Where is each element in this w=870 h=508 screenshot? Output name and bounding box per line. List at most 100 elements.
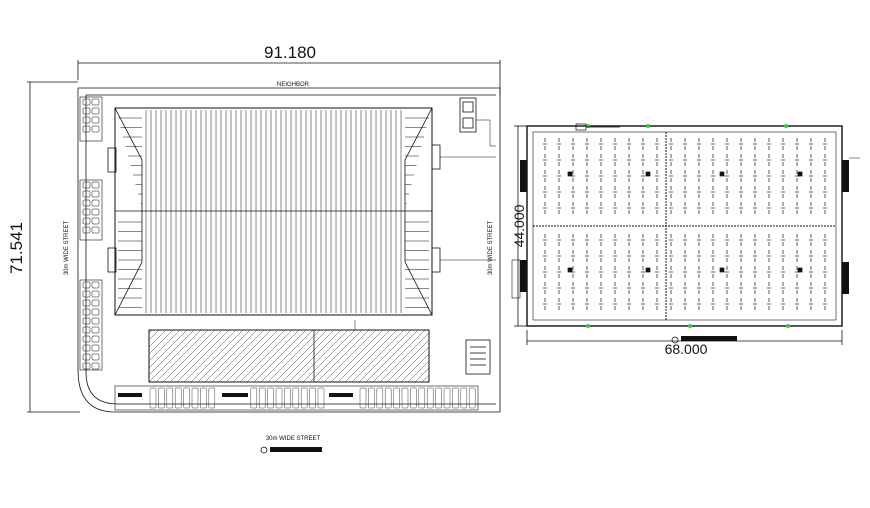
parked-car [208, 387, 216, 409]
floor-height-dimension: 44.000 [511, 204, 527, 247]
parked-car [183, 387, 190, 409]
parked-car [410, 387, 417, 409]
parked-car [174, 387, 182, 409]
parked-car [91, 217, 100, 225]
parked-car [91, 335, 100, 343]
parked-car [91, 308, 100, 316]
parked-car [82, 98, 91, 106]
floor-scale-bar [671, 336, 737, 344]
parked-car [82, 181, 91, 189]
parked-car [393, 387, 400, 409]
parked-car [91, 326, 100, 334]
parked-car [149, 387, 157, 409]
junction-node [586, 124, 590, 128]
parked-car [82, 362, 91, 370]
parked-car [91, 208, 100, 216]
property-boundary [77, 87, 501, 413]
junction-node [688, 324, 692, 328]
parked-car [82, 226, 91, 234]
left-parking [79, 96, 103, 371]
junction-node [646, 124, 650, 128]
parked-car [82, 116, 91, 124]
parked-car [317, 387, 325, 409]
utility-room [465, 339, 491, 375]
floor-plan [511, 123, 860, 345]
parked-car [82, 199, 91, 207]
parked-car [301, 387, 308, 409]
parked-car [191, 387, 199, 409]
parked-car [91, 226, 100, 234]
parked-car [82, 317, 91, 325]
parked-car [82, 335, 91, 343]
parked-car [275, 387, 283, 409]
site-plan [27, 60, 501, 454]
junction-node [784, 124, 788, 128]
parked-car [158, 387, 165, 409]
equipment-box [575, 123, 587, 131]
parked-car [82, 125, 91, 133]
parked-car [469, 387, 476, 409]
parked-car [443, 387, 451, 409]
parked-car [91, 353, 100, 361]
annex-building [148, 320, 430, 383]
junction-node [586, 324, 590, 328]
parked-car [166, 387, 174, 409]
parked-car [82, 281, 91, 289]
parked-car [309, 387, 316, 409]
parked-car [91, 125, 100, 133]
parked-car [267, 387, 274, 409]
parked-car [91, 107, 100, 115]
left-street-label: 30m WIDE STREET [64, 220, 70, 275]
parked-car [427, 387, 434, 409]
parked-car [91, 317, 100, 325]
parked-car [460, 387, 467, 409]
parked-car [91, 299, 100, 307]
parked-car [376, 387, 383, 409]
parked-car [82, 344, 91, 352]
site-height-dimension: 71.541 [7, 222, 26, 274]
floor-width-dimension: 68.000 [665, 341, 708, 357]
parked-car [91, 98, 100, 106]
panel-box [567, 267, 573, 273]
parked-car [82, 353, 91, 361]
parked-car [435, 387, 442, 409]
parked-car [82, 308, 91, 316]
parked-car [292, 387, 299, 409]
parked-car [91, 181, 100, 189]
parked-car [385, 387, 392, 409]
parked-car [82, 107, 91, 115]
parked-car [200, 387, 207, 409]
panel-box [797, 267, 803, 273]
parked-car [82, 190, 91, 198]
warehouse-roof [114, 107, 433, 316]
parked-car [368, 387, 375, 409]
bottom-street-label: 30m WIDE STREET [266, 436, 321, 442]
parked-car [91, 199, 100, 207]
panel-box [645, 171, 651, 177]
parked-car [82, 217, 91, 225]
bottom-parking [114, 385, 479, 411]
parked-car [91, 116, 100, 124]
panel-box [719, 171, 725, 177]
panel-box [797, 171, 803, 177]
parked-car [259, 387, 266, 409]
parked-car [91, 281, 100, 289]
loading-docks [107, 144, 496, 273]
panel-box [645, 267, 651, 273]
parked-car [82, 290, 91, 298]
parked-car [452, 387, 459, 409]
parked-car [91, 290, 100, 298]
guard-house [459, 97, 496, 147]
parked-car [82, 208, 91, 216]
parked-car [418, 387, 425, 409]
parked-car [82, 299, 91, 307]
parked-car [401, 387, 409, 409]
panel-box [719, 267, 725, 273]
parked-car [284, 387, 291, 409]
site-width-dimension: 91.180 [264, 43, 316, 62]
parked-car [250, 387, 258, 409]
panel-box [567, 171, 573, 177]
parked-car [91, 344, 100, 352]
parked-car [91, 362, 100, 370]
